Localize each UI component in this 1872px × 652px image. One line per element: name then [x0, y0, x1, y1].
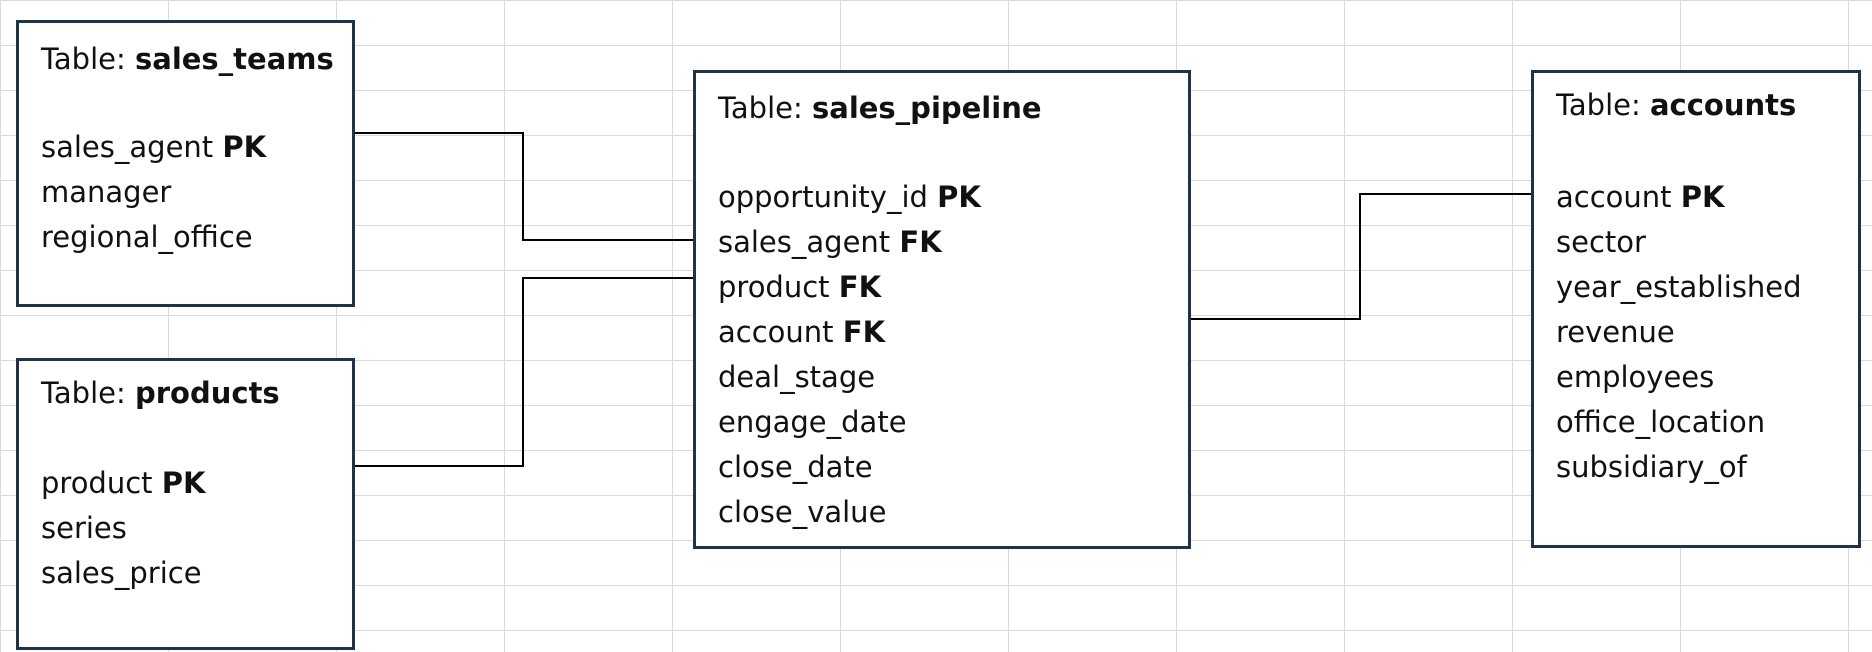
field-name: close_date	[718, 450, 873, 484]
foreign-key-badge: FK	[899, 225, 942, 259]
field-list: sales_agent PK manager regional_office	[41, 125, 266, 260]
field-name: sales_agent	[41, 130, 223, 164]
field-row: product PK	[41, 461, 206, 506]
foreign-key-badge: FK	[838, 270, 882, 304]
field-row: regional_office	[41, 215, 266, 260]
field-row: product FK	[718, 265, 981, 310]
field-row: sales_agent PK	[41, 125, 266, 170]
table-name: sales_teams	[134, 42, 334, 76]
primary-key-badge: PK	[161, 466, 206, 500]
table-name: accounts	[1649, 88, 1797, 122]
field-name: series	[41, 511, 127, 545]
table-title: Table: accounts	[1556, 88, 1797, 122]
field-list: product PK series sales_price	[41, 461, 206, 596]
field-row: series	[41, 506, 206, 551]
field-name: year_established	[1556, 270, 1802, 304]
field-row: employees	[1556, 355, 1802, 400]
table-title: Table: sales_teams	[41, 42, 334, 76]
field-row: close_value	[718, 490, 981, 535]
field-row: subsidiary_of	[1556, 445, 1802, 490]
table-sales-teams: Table: sales_teams sales_agent PK manager…	[16, 20, 355, 307]
field-row: account PK	[1556, 175, 1802, 220]
field-name: sales_agent	[718, 225, 900, 259]
field-row: sales_price	[41, 551, 206, 596]
table-name: products	[134, 376, 280, 410]
field-name: engage_date	[718, 405, 907, 439]
table-accounts: Table: accounts account PK sector year_est…	[1531, 70, 1861, 548]
table-title: Table: products	[41, 376, 280, 410]
primary-key-badge: PK	[937, 180, 981, 214]
field-name: office_location	[1556, 405, 1766, 439]
field-name: product	[41, 466, 162, 500]
field-name: sector	[1556, 225, 1646, 259]
field-row: sector	[1556, 220, 1802, 265]
field-name: account	[718, 315, 843, 349]
field-name: sales_price	[41, 556, 202, 590]
table-title: Table: sales_pipeline	[718, 91, 1042, 125]
table-name: sales_pipeline	[811, 91, 1042, 125]
field-row: sales_agent FK	[718, 220, 981, 265]
field-name: account	[1556, 180, 1681, 214]
field-row: account FK	[718, 310, 981, 355]
field-name: manager	[41, 175, 172, 209]
connector-sales-pipeline-to-accounts	[1191, 193, 1531, 320]
field-name: product	[718, 270, 839, 304]
field-row: year_established	[1556, 265, 1802, 310]
foreign-key-badge: FK	[842, 315, 886, 349]
field-name: opportunity_id	[718, 180, 938, 214]
field-row: manager	[41, 170, 266, 215]
primary-key-badge: PK	[1680, 180, 1725, 214]
field-row: deal_stage	[718, 355, 981, 400]
field-row: revenue	[1556, 310, 1802, 355]
primary-key-badge: PK	[222, 130, 267, 164]
table-products: Table: products product PK series sales_pr…	[16, 358, 355, 650]
connector-products-to-sales-pipeline	[355, 277, 693, 467]
field-name: close_value	[718, 495, 887, 529]
field-name: employees	[1556, 360, 1715, 394]
field-row: engage_date	[718, 400, 981, 445]
field-name: revenue	[1556, 315, 1675, 349]
field-name: deal_stage	[718, 360, 876, 394]
field-row: office_location	[1556, 400, 1802, 445]
field-name: regional_office	[41, 220, 253, 254]
field-row: opportunity_id PK	[718, 175, 981, 220]
field-row: close_date	[718, 445, 981, 490]
field-name: subsidiary_of	[1556, 450, 1747, 484]
connector-sales-teams-to-sales-pipeline	[355, 132, 693, 241]
